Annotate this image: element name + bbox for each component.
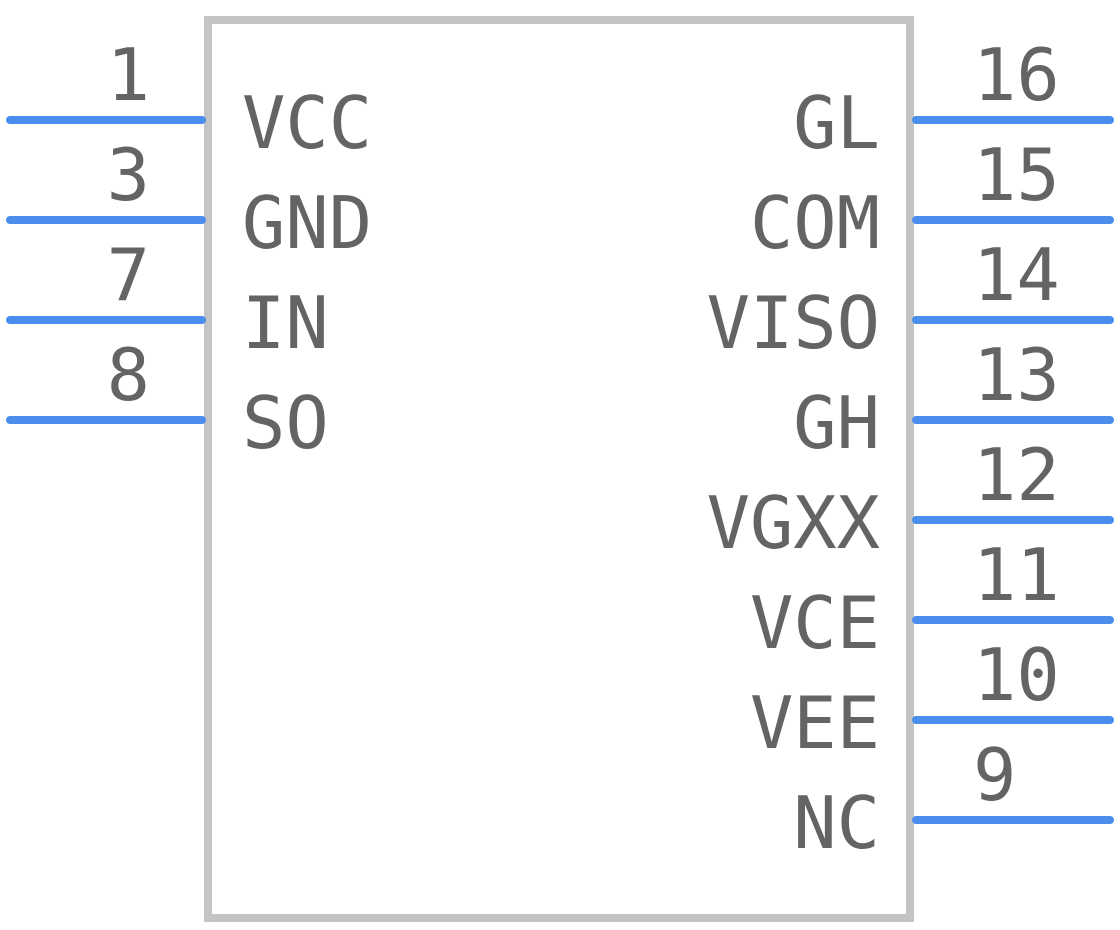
pin-number: 13 (973, 333, 1060, 417)
pin-number: 12 (973, 433, 1060, 517)
pin-name: IN (242, 281, 329, 365)
pin-number: 8 (107, 333, 150, 417)
pin-number: 1 (107, 33, 150, 117)
pin-name: VGXX (707, 481, 880, 565)
pin-8: 8SO (6, 333, 329, 465)
pin-number: 10 (973, 633, 1060, 717)
pin-number: 9 (973, 733, 1016, 817)
pin-9: 9NC (793, 733, 1114, 865)
pin-name: SO (242, 381, 329, 465)
pin-name: GND (242, 181, 372, 265)
pin-number: 16 (973, 33, 1060, 117)
pin-number: 14 (973, 233, 1060, 317)
pin-name: GH (793, 381, 880, 465)
pin-number: 3 (107, 133, 150, 217)
pin-name: COM (750, 181, 880, 265)
pin-name: VCE (750, 581, 880, 665)
pin-name: VEE (750, 681, 880, 765)
pin-number: 11 (973, 533, 1060, 617)
pin-name: VCC (242, 81, 372, 165)
pin-7: 7IN (6, 233, 329, 365)
pin-name: GL (793, 81, 880, 165)
ic-body-outline (204, 16, 914, 922)
pin-number: 7 (107, 233, 150, 317)
pin-name: NC (793, 781, 880, 865)
pin-number: 15 (973, 133, 1060, 217)
pin-name: VISO (707, 281, 880, 365)
